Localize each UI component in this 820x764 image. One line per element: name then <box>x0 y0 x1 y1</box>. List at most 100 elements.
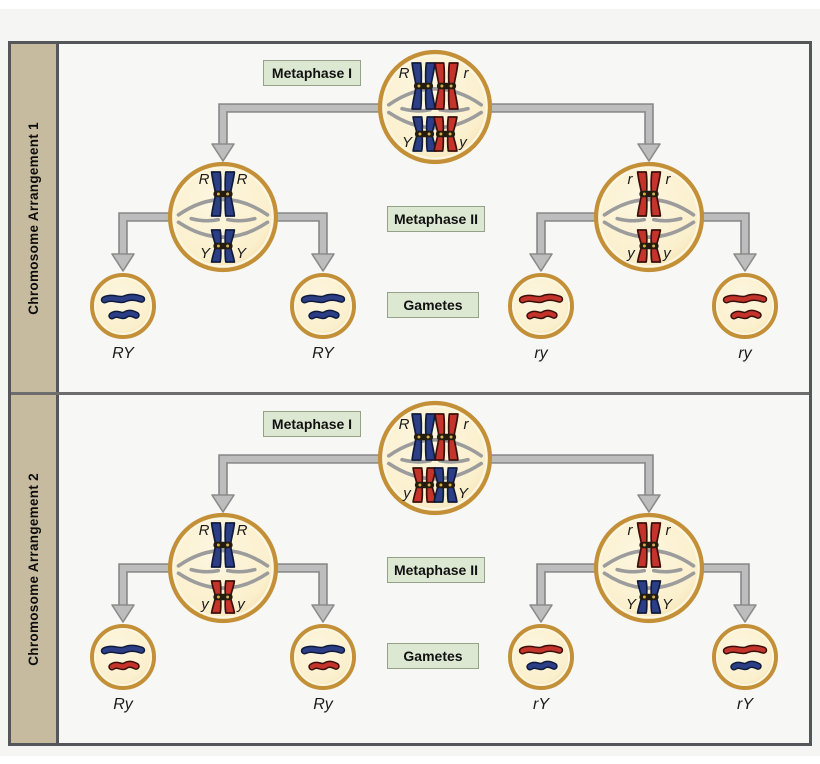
cell-inner-ring <box>382 405 488 511</box>
gamete-cell <box>290 624 356 690</box>
allele-label: R <box>399 65 410 82</box>
centromere-dot <box>449 84 453 88</box>
spindle-fiber <box>438 457 470 464</box>
centromere-band <box>639 190 659 198</box>
cell-inner-ring <box>172 517 274 619</box>
chromosome-red <box>412 467 437 503</box>
cell-inner-ring <box>172 166 274 268</box>
allele-label: R <box>399 416 410 433</box>
allele-label: r <box>464 416 470 433</box>
cell-inner-ring <box>382 54 488 160</box>
centromere-band <box>435 130 456 138</box>
allele-label: R <box>199 522 210 539</box>
centromere-dot <box>652 595 656 599</box>
centromere-band <box>213 190 233 198</box>
chromosome-red <box>434 62 459 110</box>
strand-fill <box>520 646 562 653</box>
sidebar-arrangement-2: Chromosome Arrangement 2 <box>11 395 59 743</box>
arrowhead-down-icon <box>111 604 135 623</box>
sidebar-label-arrangement-2: Chromosome Arrangement 2 <box>26 472 41 666</box>
allele-label: y <box>458 134 468 151</box>
spindle-fiber <box>615 216 647 223</box>
strand-fill <box>527 662 557 669</box>
gamete-genotype-label: RY <box>112 345 135 362</box>
centromere-dot <box>226 244 230 248</box>
cell-inner-ring <box>716 628 774 686</box>
chromosome-strand-blue <box>308 309 340 320</box>
centromere-dot <box>418 132 422 136</box>
chromosome-red <box>636 171 662 217</box>
allele-label: y <box>626 245 636 262</box>
gamete-genotype-label: Ry <box>313 696 334 713</box>
spindle-fiber <box>400 106 432 113</box>
strand-fill <box>302 295 344 302</box>
allele-label: R <box>237 522 248 539</box>
spindle-fiber <box>651 216 683 223</box>
allele-label: R <box>237 171 248 188</box>
chromosome-strand-blue <box>730 660 762 671</box>
allele-label: r <box>628 522 634 539</box>
centromere-band <box>435 481 456 489</box>
centromere-dot <box>440 84 444 88</box>
chromosome-red <box>433 116 458 152</box>
centromere-dot <box>216 192 220 196</box>
spindle-fiber <box>176 220 270 239</box>
sidebar-label-arrangement-1: Chromosome Arrangement 1 <box>26 121 41 315</box>
centromere-dot <box>652 192 656 196</box>
centromere-dot <box>642 543 646 547</box>
centromere-dot <box>439 483 443 487</box>
gametes-stage-label: Gametes <box>387 292 479 318</box>
cell-inner-ring <box>512 628 570 686</box>
strand-fill <box>724 295 766 302</box>
chromosome-blue <box>433 467 458 503</box>
cell-membrane <box>167 161 279 273</box>
spindle-fiber <box>438 106 470 113</box>
spindle-fiber <box>225 567 257 574</box>
chromosome-strand-red <box>722 293 768 304</box>
spindle-fiber <box>189 567 221 574</box>
cell-membrane <box>593 512 705 624</box>
allele-label: y <box>200 596 210 613</box>
arrowhead-down-icon <box>733 604 757 623</box>
cell-membrane <box>90 624 156 690</box>
gamete-genotype-label: ry <box>534 345 548 362</box>
allele-label: r <box>628 171 634 188</box>
chromosome-strand-red <box>308 660 340 671</box>
arrowhead-down-icon <box>211 143 235 162</box>
allele-label: r <box>464 65 470 82</box>
centromere-band <box>436 433 457 441</box>
centromere-dot <box>427 132 431 136</box>
arrowhead-down-icon <box>637 494 661 513</box>
cell-inner-ring <box>598 166 700 268</box>
centromere-dot <box>440 435 444 439</box>
strand-fill <box>109 311 139 318</box>
arrowhead-down-icon <box>211 494 235 513</box>
strand-fill <box>102 295 144 302</box>
centromere-dot <box>216 595 220 599</box>
strand-fill <box>731 662 761 669</box>
chromosome-strand-red <box>108 660 140 671</box>
centromere-band <box>436 82 457 90</box>
arrowhead-down-icon <box>733 253 757 272</box>
allele-label: y <box>236 596 246 613</box>
allele-label: Y <box>662 596 673 613</box>
centromere-band <box>413 82 434 90</box>
gametes-stage-label: Gametes <box>387 643 479 669</box>
centromere-dot <box>427 483 431 487</box>
gamete-cell <box>508 273 574 339</box>
spindle-fiber <box>602 548 696 568</box>
centromere-band <box>639 593 659 601</box>
centromere-dot <box>226 595 230 599</box>
cell-membrane <box>90 273 156 339</box>
gamete-cell <box>90 273 156 339</box>
spindle-fiber <box>387 438 483 458</box>
spindle-fiber <box>176 571 270 590</box>
bottom-margin-strip <box>0 756 820 764</box>
cell-membrane <box>712 273 778 339</box>
spindle-fiber <box>176 548 270 568</box>
